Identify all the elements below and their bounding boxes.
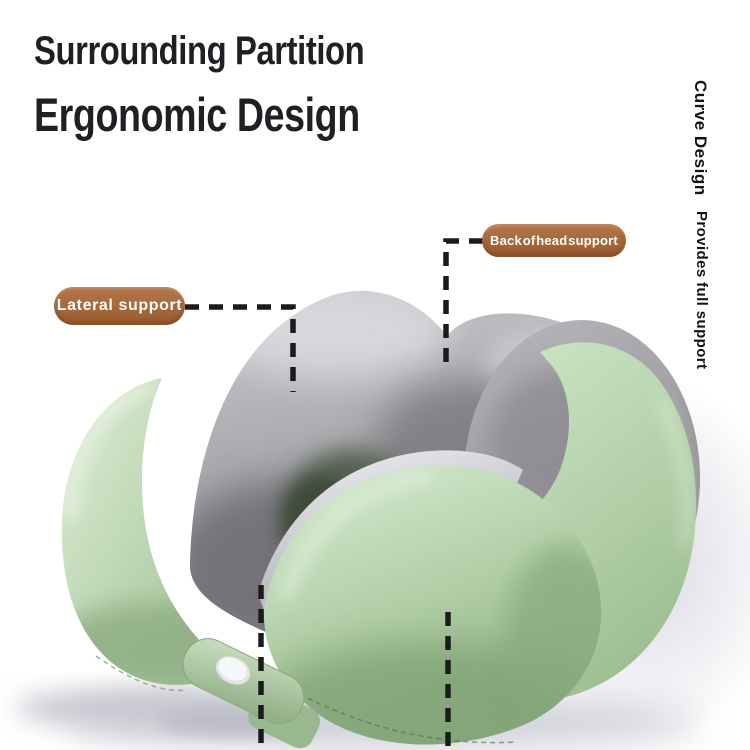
callout-badge-back-of-head-support: Back of head support (482, 224, 626, 257)
callout-badge-lateral-support: Lateral support (54, 287, 185, 325)
headline: Surrounding Partition Ergonomic Design (34, 28, 441, 141)
snap-strap (157, 638, 321, 749)
side-note-line-1: Curve Design (691, 80, 710, 196)
side-note-vertical: Curve Design Provides full support (690, 80, 710, 369)
callout-label-back-of-head-support: Back of head support (490, 233, 618, 248)
headline-line-2: Ergonomic Design (34, 88, 360, 141)
headline-line-1: Surrounding Partition (34, 29, 365, 73)
callout-label-lateral-support: Lateral support (56, 297, 183, 314)
snap-button (215, 656, 251, 685)
side-note-line-2: Provides full support (693, 210, 710, 370)
